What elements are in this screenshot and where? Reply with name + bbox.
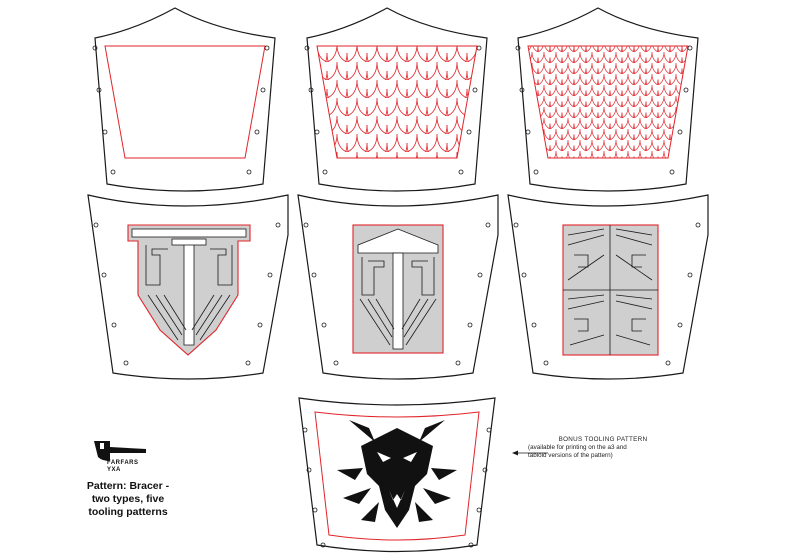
axe-icon: [94, 441, 146, 461]
bonus-title: BONUS TOOLING PATTERN: [558, 436, 648, 443]
bracer-wolf-emblem: [298, 397, 496, 553]
bonus-line-2: tabloid versions of the pattern): [528, 452, 613, 459]
bracer-quad-knotwork: [507, 194, 709, 380]
brand-line-1: FARFARS: [107, 460, 139, 466]
arrow-left-icon: [512, 450, 548, 456]
bracer-banner-knotwork: [87, 194, 289, 380]
bracer-scales-small: [515, 7, 699, 192]
bonus-line-1: (available for printing on the a3 and: [528, 444, 627, 451]
brand-line-2: YXA: [107, 467, 121, 473]
bracer-plain: [92, 7, 276, 192]
caption-line-2: two types, five: [91, 493, 165, 505]
bracer-scales-large: [304, 7, 488, 192]
caption-line-3: tooling patterns: [88, 506, 168, 518]
bracer-panel-knotwork: [297, 194, 499, 380]
caption-line-1: Pattern: Bracer -: [86, 480, 170, 492]
brand-name: FARFARS YXA: [107, 460, 139, 474]
bonus-pattern-note: BONUS TOOLING PATTERN (available for pri…: [528, 436, 678, 460]
pattern-caption: Pattern: Bracer - two types, five toolin…: [68, 480, 188, 519]
